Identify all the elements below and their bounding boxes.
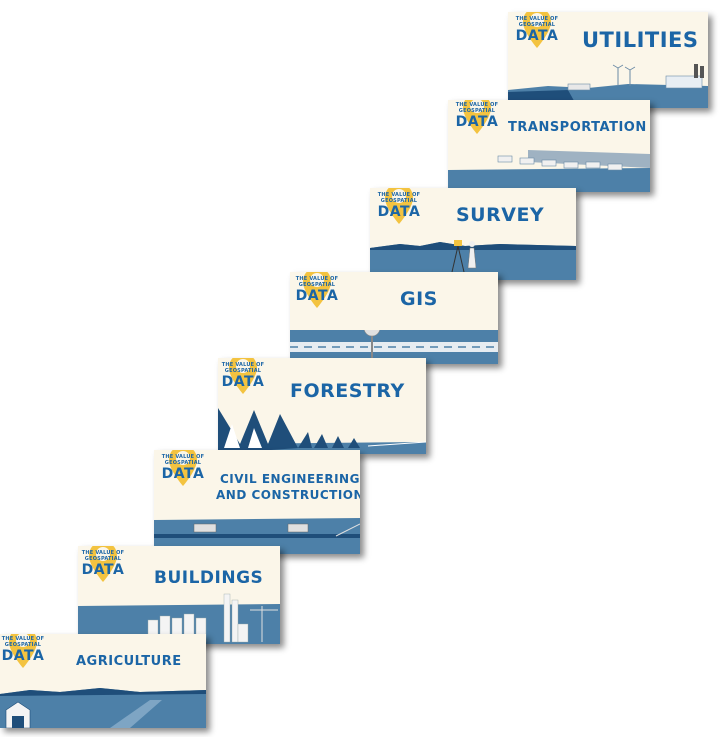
gis-scene: [290, 330, 498, 364]
value-of-geospatial-data-badge: THE VALUE OF GEOSPATIAL DATA: [220, 358, 266, 400]
step-transportation: TRANSPORTATION THE VALUE OF GEOSPATIAL D…: [448, 100, 650, 192]
map-pin-icon: [303, 272, 331, 308]
step-forestry: FORESTRY THE VALUE OF GEOSPATIAL DATA: [218, 358, 426, 454]
map-pin-icon: [523, 12, 551, 48]
step-title: SURVEY: [456, 204, 545, 226]
value-of-geospatial-data-badge: THE VALUE OF GEOSPATIAL DATA: [294, 272, 340, 314]
step-title-line2: AND CONSTRUCTION: [216, 488, 360, 502]
map-pin-icon: [229, 358, 257, 394]
map-pin-icon: [385, 188, 413, 224]
value-of-geospatial-data-badge: THE VALUE OF GEOSPATIAL DATA: [160, 450, 206, 492]
forestry-scene: [218, 408, 426, 454]
value-of-geospatial-data-badge: THE VALUE OF GEOSPATIAL DATA: [454, 100, 500, 140]
value-of-geospatial-data-badge: THE VALUE OF GEOSPATIAL DATA: [376, 188, 422, 230]
value-of-geospatial-data-badge: THE VALUE OF GEOSPATIAL DATA: [80, 546, 126, 588]
step-title: CIVIL ENGINEERING: [220, 472, 360, 486]
step-title: AGRICULTURE: [76, 654, 182, 669]
map-pin-icon: [463, 100, 491, 134]
step-title: GIS: [400, 288, 438, 310]
step-title: UTILITIES: [582, 28, 699, 52]
step-gis: GIS THE VALUE OF GEOSPATIAL DATA: [290, 272, 498, 364]
value-of-geospatial-data-badge: THE VALUE OF GEOSPATIAL DATA: [0, 634, 46, 674]
step-survey: SURVEY THE VALUE OF GEOSPATIAL DATA: [370, 188, 576, 280]
step-civil-engineering: CIVIL ENGINEERING AND CONSTRUCTION THE V…: [154, 450, 360, 554]
transportation-scene: [448, 150, 650, 192]
step-title: TRANSPORTATION: [508, 120, 647, 135]
survey-scene: [370, 240, 576, 280]
step-title: BUILDINGS: [154, 568, 264, 588]
map-pin-icon: [169, 450, 197, 486]
civil-scene: [154, 518, 360, 554]
step-utilities: UTILITIES THE VALUE OF GEOSPATIAL DATA: [508, 12, 708, 108]
agriculture-scene: [0, 688, 206, 728]
map-pin-icon: [9, 634, 37, 668]
map-pin-icon: [89, 546, 117, 582]
step-agriculture: AGRICULTURE THE VALUE OF GEOSPATIAL DATA: [0, 634, 206, 728]
step-title: FORESTRY: [290, 380, 405, 402]
step-buildings: BUILDINGS THE VALUE OF GEOSPATIAL DATA: [78, 546, 280, 644]
value-of-geospatial-data-badge: THE VALUE OF GEOSPATIAL DATA: [514, 12, 560, 54]
